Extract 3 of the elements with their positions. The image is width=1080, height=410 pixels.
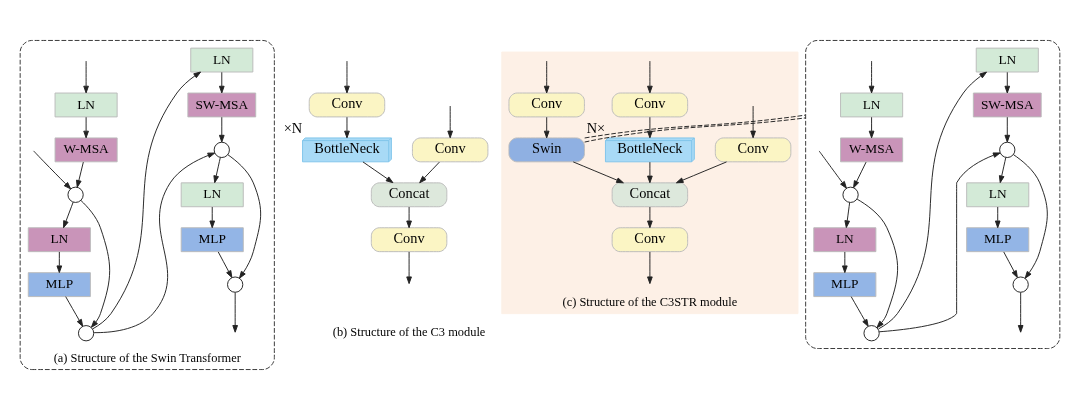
node-label: N× (586, 120, 606, 137)
label: (b) Structure of the C3 module (332, 325, 486, 340)
node-label: ×N (283, 120, 303, 137)
